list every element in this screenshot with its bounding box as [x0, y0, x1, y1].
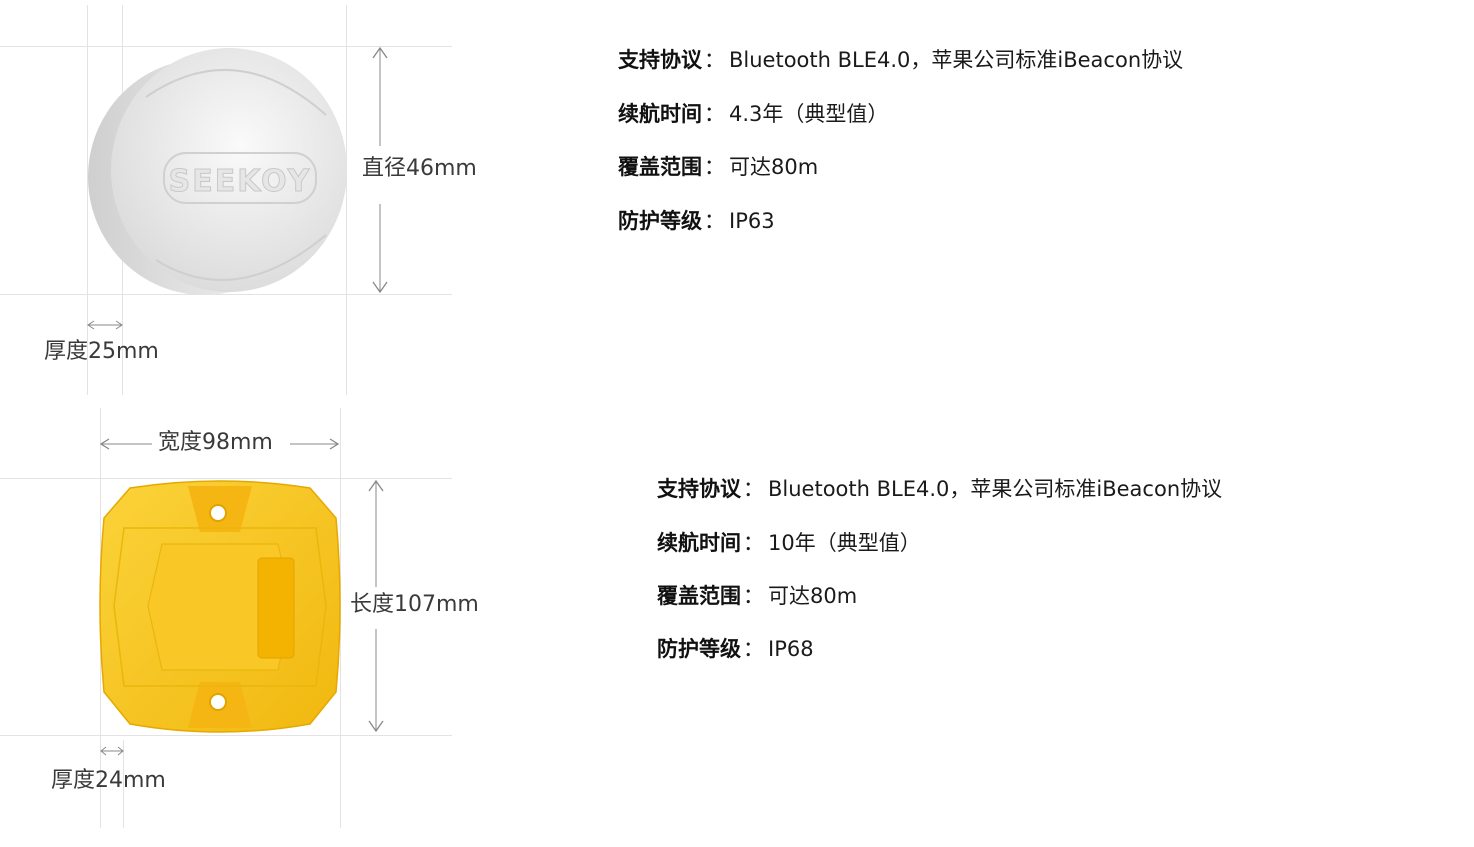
double-arrow-icon	[100, 746, 124, 756]
spec-coverage: 覆盖范围：可达80m	[618, 155, 819, 179]
width-label: 宽度98mm	[158, 430, 273, 455]
spec-battery-life: 续航时间：4.3年（典型值）	[618, 102, 889, 126]
spec-protection-rating: 防护等级：IP68	[657, 637, 814, 661]
guide-line	[0, 294, 452, 295]
spec-protocol: 支持协议：Bluetooth BLE4.0，苹果公司标准iBeacon协议	[657, 477, 1223, 501]
spec-coverage: 覆盖范围：可达80m	[657, 584, 858, 608]
thickness-label: 厚度25mm	[44, 339, 159, 364]
road-stud-beacon-image	[99, 480, 341, 733]
brand-logo: SEEKOY	[169, 164, 312, 199]
guide-line	[0, 46, 452, 47]
double-arrow-icon	[368, 479, 384, 733]
round-beacon-image: SEEKOY	[88, 48, 347, 295]
double-arrow-icon	[87, 320, 123, 330]
double-arrow-icon	[372, 46, 388, 294]
guide-line	[0, 478, 452, 479]
guide-line	[123, 740, 124, 828]
diameter-label: 直径46mm	[362, 156, 477, 181]
double-arrow-icon	[99, 438, 340, 450]
guide-line	[0, 735, 452, 736]
spec-battery-life: 续航时间：10年（典型值）	[657, 531, 921, 555]
spec-protection-rating: 防护等级：IP63	[618, 209, 775, 233]
length-label: 长度107mm	[350, 592, 479, 617]
thickness-label: 厚度24mm	[51, 768, 166, 793]
spec-protocol: 支持协议：Bluetooth BLE4.0，苹果公司标准iBeacon协议	[618, 48, 1184, 72]
guide-line	[346, 5, 347, 395]
guide-line	[87, 5, 88, 395]
